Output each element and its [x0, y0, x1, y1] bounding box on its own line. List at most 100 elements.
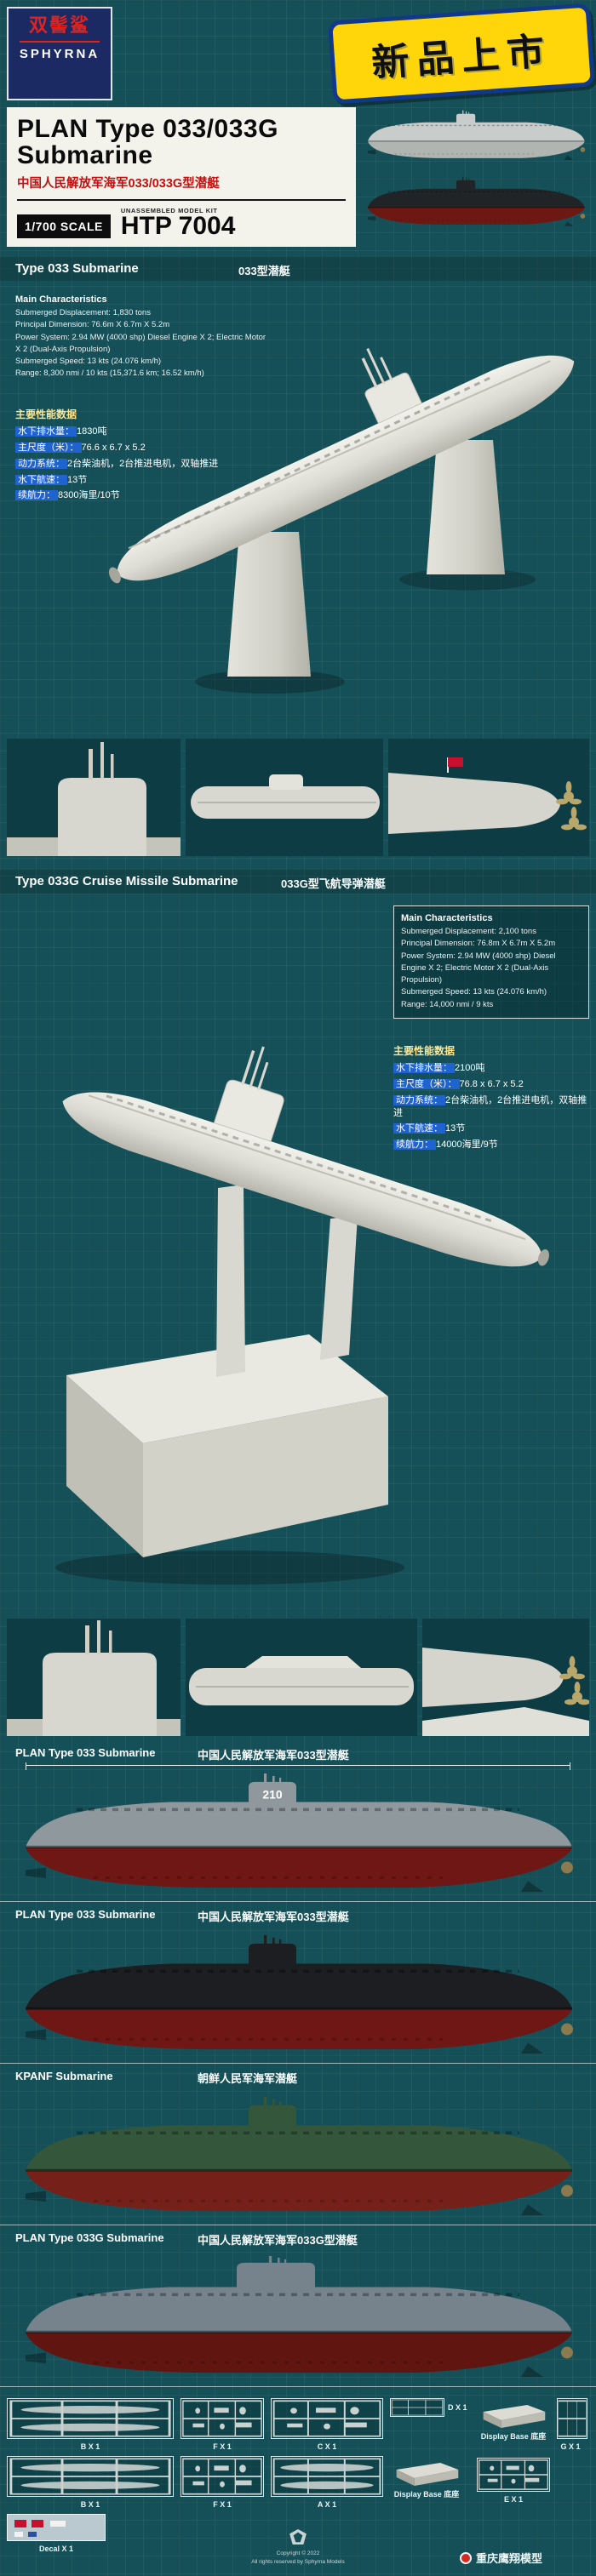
spec-label: 主尺度（米）：	[15, 442, 82, 453]
spec-line: 动力系统：2台柴油机，2台推进电机，双轴推进	[393, 1094, 589, 1120]
spec-line: Submerged Speed: 13 kts (24.076 km/h)	[401, 987, 547, 997]
spec-line: 水下航速：13节	[15, 474, 271, 487]
photo-033g-hull-art	[189, 1656, 414, 1705]
spec-line: 水下航速：13节	[393, 1122, 589, 1135]
scheme-1-name-en: PLAN Type 033 Submarine	[15, 1746, 156, 1759]
publisher: 重庆鹰翔模型	[460, 2550, 542, 2566]
display-base-icon-2	[396, 2463, 459, 2486]
spec-line: 主尺度（米）：76.8 x 6.7 x 5.2	[393, 1078, 589, 1091]
spec-line: Submerged Displacement: 1,830 tons	[15, 308, 151, 317]
sprue-F-label: F X 1	[213, 2442, 232, 2451]
new-release-banner-text: 新品上市	[370, 30, 553, 85]
section-033-title-en: Type 033 Submarine	[15, 261, 139, 276]
sprue-G	[557, 2398, 587, 2439]
scheme-1-profile: 210	[24, 1773, 575, 1893]
product-title-line2: Submarine	[17, 141, 153, 170]
kit-id-block: UNASSEMBLED MODEL KIT HTP 7004	[121, 207, 236, 239]
scheme-3-name-en: KPANF Submarine	[15, 2070, 113, 2082]
scheme-2-profile	[24, 1934, 575, 2055]
spec-line: Submerged Speed: 13 kts (24.076 km/h)	[15, 357, 162, 366]
spec-line: 动力系统：2台柴油机，2台推进电机，双轴推进	[15, 458, 271, 471]
photo-033-sail-closeup	[7, 739, 181, 856]
sprue-B2	[7, 2456, 174, 2497]
kit-type-label: UNASSEMBLED MODEL KIT	[120, 206, 218, 214]
scheme-4-name-en: PLAN Type 033G Submarine	[15, 2231, 164, 2244]
spec-label: 动力系统：	[15, 458, 67, 469]
spec-label: 水下航速：	[15, 474, 67, 485]
section-033g-title-en: Type 033G Cruise Missile Submarine	[15, 874, 238, 888]
spec-line: 续航力：8300海里/10节	[15, 489, 271, 502]
spec-label: 水下排水量：	[15, 426, 77, 437]
decal-sheet	[7, 2514, 106, 2541]
brand-logo-cn: 双髻鲨	[28, 14, 90, 36]
section-divider	[0, 1901, 596, 1902]
publisher-name: 重庆鹰翔模型	[476, 2552, 543, 2565]
sprue-E	[477, 2458, 550, 2492]
product-title-line1: PLAN Type 033/033G	[17, 115, 278, 143]
decal-art	[14, 2520, 66, 2537]
spec-value: 1830吨	[77, 426, 107, 437]
sprue-D-label: D X 1	[448, 2403, 467, 2412]
photo-033-stern-art	[388, 757, 587, 834]
sprue-F2	[181, 2456, 264, 2497]
scheme-3-name-cn: 朝鲜人民军海军潜艇	[198, 2072, 298, 2085]
photo-033g-sail-closeup	[7, 1619, 181, 1736]
sail-number: 210	[262, 1788, 283, 1802]
specs-033g-cn-heading: 主要性能数据	[393, 1045, 456, 1057]
spec-line: Power System: 2.94 MW (4000 shp) Diesel …	[401, 951, 556, 985]
scheme-2-name-en: PLAN Type 033 Submarine	[15, 1908, 156, 1921]
scheme-4-name-cn: 中国人民解放军海军033G型潜艇	[198, 2234, 358, 2247]
sprue-A-label: A X 1	[317, 2500, 337, 2509]
dimension-line	[26, 1762, 570, 1773]
sprue-B2-label: B X 1	[80, 2500, 100, 2509]
specs-033g-en: Main Characteristics Submerged Displacem…	[393, 905, 589, 1019]
spec-value: 13节	[67, 474, 88, 485]
scheme-2-name-cn: 中国人民解放军海军033型潜艇	[198, 1911, 349, 1923]
spec-value: 76.8 x 6.7 x 5.2	[459, 1078, 524, 1089]
sprue-B	[7, 2398, 174, 2439]
header: 双髻鲨 SPHYRNA 新品上市 PLAN Type 033/033G Subm…	[0, 0, 596, 255]
sprue-A	[271, 2456, 383, 2497]
sprue-F	[181, 2398, 264, 2439]
spec-value: 14000海里/9节	[436, 1139, 498, 1151]
brand-logo-en: SPHYRNA	[19, 41, 100, 61]
header-profile-033-blackred	[367, 176, 586, 227]
specs-033-en: Main Characteristics Submerged Displacem…	[15, 294, 271, 380]
section-divider	[0, 2386, 596, 2387]
specs-033g-cn: 主要性能数据 水下排水量：2100吨 主尺度（米）：76.8 x 6.7 x 5…	[393, 1043, 589, 1155]
section-033g-title-cn: 033G型飞航导弹潜艇	[281, 877, 386, 890]
spec-line: 水下排水量：1830吨	[15, 426, 271, 438]
publisher-logo-icon	[460, 2551, 472, 2564]
specs-033-cn: 主要性能数据 水下排水量：1830吨 主尺度（米）：76.6 x 6.7 x 5…	[15, 407, 271, 505]
spec-label: 水下航速：	[393, 1123, 445, 1134]
photo-033g-sail-art	[7, 1620, 181, 1736]
spec-label: 续航力：	[15, 490, 58, 501]
render-033-model	[109, 347, 575, 694]
section-033g-header: Type 033G Cruise Missile Submarine 033G型…	[0, 870, 596, 894]
scheme-3-profile	[24, 2096, 575, 2217]
display-base-icon	[483, 2405, 546, 2428]
spec-line: 主尺度（米）：76.6 x 6.7 x 5.2	[15, 442, 271, 454]
spec-line: Power System: 2.94 MW (4000 shp) Diesel …	[15, 332, 266, 354]
spec-line: 续航力：14000海里/9节	[393, 1139, 589, 1151]
sprue-E-label: E X 1	[503, 2495, 523, 2504]
specs-033-cn-heading: 主要性能数据	[15, 408, 77, 420]
photo-033-stern-closeup	[388, 739, 589, 856]
sprue-C	[271, 2398, 383, 2439]
photo-033-sail-art	[7, 742, 181, 856]
new-release-banner: 新品上市	[327, 3, 596, 105]
spec-label: 续航力：	[393, 1139, 436, 1151]
product-title-cn: 中国人民解放军海军033/033G型潜艇	[17, 177, 220, 191]
spec-label: 水下排水量：	[393, 1063, 455, 1073]
sprue-B-label: B X 1	[80, 2442, 100, 2451]
spec-label: 动力系统：	[393, 1094, 445, 1105]
section-033-header: Type 033 Submarine 033型潜艇	[0, 257, 596, 281]
specs-033-en-heading: Main Characteristics	[15, 294, 107, 305]
spec-value: 13节	[445, 1123, 466, 1134]
footer-copyright-1: Copyright © 2022	[276, 2550, 320, 2556]
section-033-title-cn: 033型潜艇	[238, 265, 290, 277]
spec-value: 2100吨	[455, 1063, 485, 1073]
spec-line: 水下排水量：2100吨	[393, 1062, 589, 1075]
decal-label: Decal X 1	[38, 2545, 74, 2553]
photo-033g-hull-closeup	[186, 1619, 417, 1736]
